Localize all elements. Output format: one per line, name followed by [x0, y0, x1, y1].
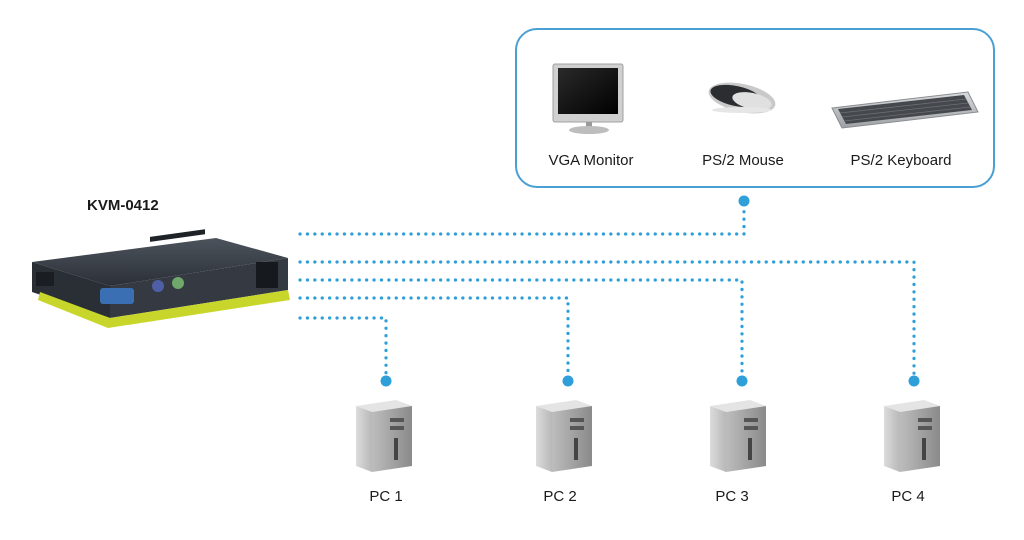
monitor-icon: [552, 63, 624, 134]
connector-end-dots: [380, 195, 920, 387]
pc-2-label: PC 2: [543, 488, 577, 505]
connector-lines: [298, 204, 916, 378]
pc-tower-icon: [536, 400, 592, 472]
monitor-label: VGA Monitor: [548, 152, 634, 169]
pc-1-label: PC 1: [369, 488, 403, 505]
pc-4-label: PC 4: [891, 488, 925, 505]
pc-tower-icon: [356, 400, 412, 472]
keyboard-label: PS/2 Keyboard: [850, 152, 952, 169]
mouse-label: PS/2 Mouse: [702, 152, 784, 169]
product-name: KVM-0412: [87, 197, 159, 214]
pc-tower-icon: [710, 400, 766, 472]
console-devices-box: [515, 28, 995, 188]
kvm-switch-image: [32, 229, 290, 328]
mouse-icon: [708, 82, 776, 114]
pc-tower-icon: [884, 400, 940, 472]
keyboard-icon: [831, 91, 979, 129]
pc-3-label: PC 3: [715, 488, 749, 505]
